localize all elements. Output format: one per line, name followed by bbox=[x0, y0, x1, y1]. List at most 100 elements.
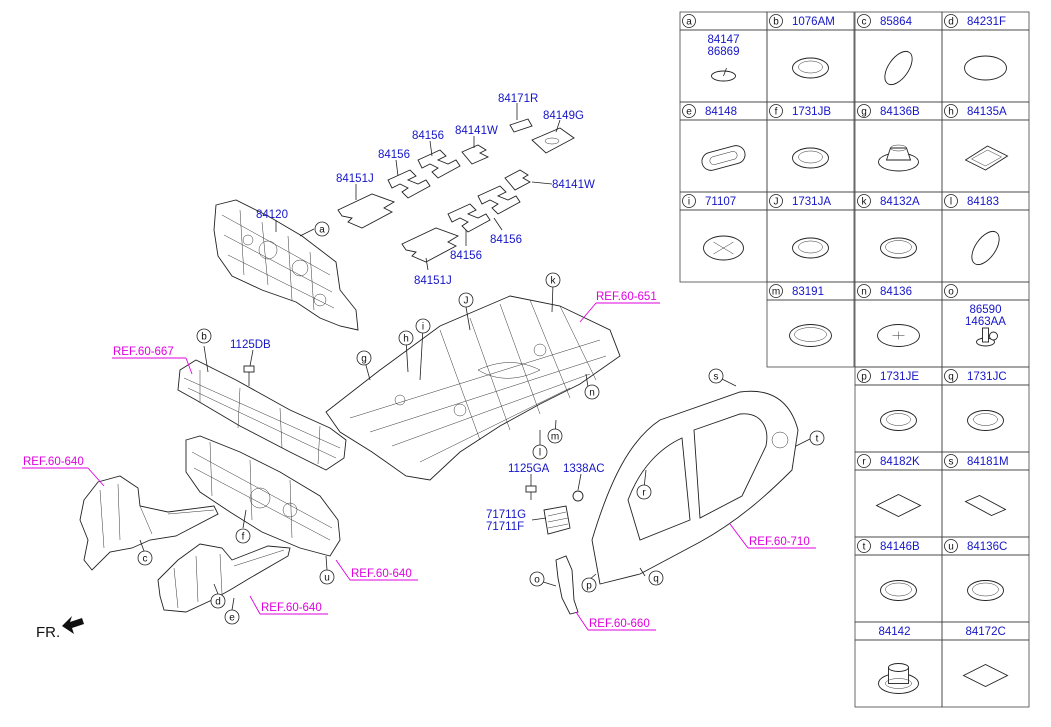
pad-84156-top bbox=[417, 149, 461, 179]
legend-letter: f bbox=[775, 107, 778, 118]
callout-q: q bbox=[648, 570, 664, 586]
pad-84149G bbox=[531, 127, 575, 154]
pad-icon bbox=[962, 663, 1009, 688]
rect-cap-icon bbox=[964, 145, 1009, 171]
side-outer-panel bbox=[591, 390, 799, 585]
callout-c: c bbox=[137, 550, 153, 566]
rect-grommet-icon bbox=[701, 145, 746, 171]
grommet-pin-icon bbox=[711, 67, 736, 82]
legend-sub-part-number: 84147 bbox=[708, 34, 740, 46]
flat-plug-icon bbox=[789, 324, 832, 347]
legend-letter-circle: t bbox=[857, 539, 871, 553]
pillar-reinforcement bbox=[555, 555, 579, 615]
legend-letter-circle: r bbox=[857, 454, 871, 468]
callout-o: o bbox=[529, 571, 545, 587]
pad-84151J-top bbox=[337, 193, 396, 229]
callout-h: h bbox=[398, 330, 414, 346]
label-71711G: 71711G bbox=[486, 509, 526, 521]
exploded-view: 84171R 84149G 84141W 84156 84156 84151J … bbox=[22, 93, 825, 641]
ref-60-640-b: REF.60-640 bbox=[351, 568, 412, 580]
legend-sub-part-number: 86590 bbox=[970, 304, 1002, 316]
callout-g: g bbox=[356, 350, 372, 366]
callout-u: u bbox=[319, 569, 335, 585]
fr-label: FR. bbox=[36, 624, 60, 641]
label-84156-mid: 84156 bbox=[378, 149, 410, 161]
callout-letter: n bbox=[589, 388, 595, 399]
label-84156-top: 84156 bbox=[412, 130, 444, 142]
legend-letter-circle: p bbox=[857, 369, 871, 383]
label-84141W-top: 84141W bbox=[455, 125, 498, 137]
callout-letter: e bbox=[229, 613, 235, 624]
legend-part-number: 1731JB bbox=[792, 106, 831, 118]
legend-letter: J bbox=[774, 197, 779, 208]
label-84156-r2: 84156 bbox=[450, 250, 482, 262]
legend-letter-circle: o bbox=[944, 284, 958, 298]
legend-part-number: 1731JE bbox=[880, 371, 919, 383]
front-side-member-c bbox=[79, 475, 219, 571]
legend-part-number: 84231F bbox=[967, 16, 1006, 28]
legend-letter: s bbox=[949, 457, 954, 468]
legend-letter-circle: k bbox=[857, 194, 871, 208]
ring-plug-icon bbox=[792, 147, 829, 169]
callout-l: l bbox=[532, 444, 548, 460]
legend-part-number: 85864 bbox=[880, 16, 913, 28]
legend-letter: m bbox=[772, 287, 780, 298]
legend-letter-circle: c bbox=[857, 14, 871, 28]
legend-letter-circle: s bbox=[944, 454, 958, 468]
legend-sub-part-number: 86869 bbox=[708, 46, 740, 58]
label-71711F: 71711F bbox=[486, 521, 524, 533]
legend-part-number: 84136C bbox=[967, 541, 1007, 553]
label-84120: 84120 bbox=[256, 209, 288, 221]
thin-plug-icon bbox=[967, 580, 1004, 601]
legend-cell-m: m 83191 bbox=[766, 281, 855, 368]
label-1125GA: 1125GA bbox=[508, 463, 550, 475]
pad-84156-r1 bbox=[477, 185, 521, 215]
legend-cell-r: r 84182K bbox=[854, 451, 943, 538]
ref-60-640-c: REF.60-640 bbox=[261, 602, 322, 614]
legend-cell-p: p 1731JE bbox=[854, 366, 943, 453]
legend-letter: l bbox=[950, 197, 952, 208]
legend-part-number: 1731JA bbox=[792, 196, 831, 208]
front-arrow-icon bbox=[62, 616, 84, 634]
thin-plug-icon bbox=[880, 237, 917, 259]
callout-letter: d bbox=[215, 597, 221, 608]
legend-letter: h bbox=[948, 107, 954, 118]
legend-cell-84172C: 84172C bbox=[941, 621, 1030, 708]
label-84156-r1: 84156 bbox=[490, 234, 522, 246]
pad-small-icon bbox=[964, 495, 1007, 516]
callout-d: d bbox=[210, 593, 226, 609]
legend-letter-circle: J bbox=[769, 194, 783, 208]
pad-84141W-right bbox=[504, 169, 531, 191]
callout-j: J bbox=[458, 292, 474, 308]
dash-panel-lower bbox=[185, 435, 341, 557]
callout-letter: o bbox=[534, 575, 540, 586]
legend-letter-circle: q bbox=[944, 369, 958, 383]
nut-1338AC bbox=[572, 490, 584, 502]
legend-sub-part-number: 1463AA bbox=[965, 316, 1006, 328]
callout-letter: i bbox=[422, 322, 424, 333]
ref-60-710: REF.60-710 bbox=[749, 536, 810, 548]
callout-letter: c bbox=[143, 554, 148, 565]
screw-icon bbox=[976, 327, 998, 347]
callout-letter: f bbox=[242, 532, 245, 543]
legend-part-number: 84182K bbox=[880, 456, 920, 468]
callout-letter: h bbox=[403, 334, 409, 345]
legend-part-number: 84136B bbox=[880, 106, 920, 118]
ref-60-640-a: REF.60-640 bbox=[23, 456, 84, 468]
legend-part-number: 83191 bbox=[792, 286, 824, 298]
callout-p: p bbox=[581, 577, 597, 593]
label-84151J-bot: 84151J bbox=[414, 275, 452, 287]
pad-84151J-bot bbox=[401, 227, 460, 263]
thin-plug-icon bbox=[880, 580, 917, 601]
callout-a: a bbox=[314, 221, 330, 237]
bolts bbox=[243, 365, 584, 502]
tall-grommet-icon bbox=[878, 663, 919, 694]
legend-letter-circle: a bbox=[682, 14, 696, 28]
